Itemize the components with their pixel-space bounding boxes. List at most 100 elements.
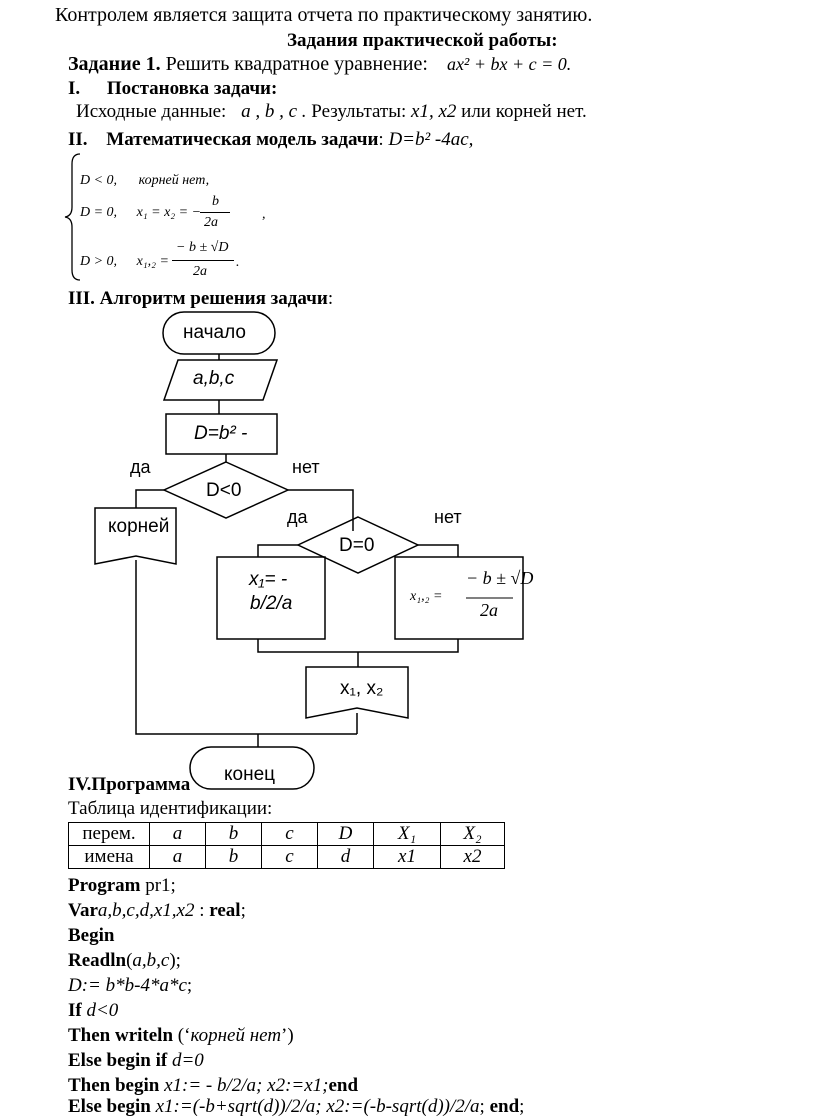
table-cell: c [261,822,318,846]
section-1: I. Постановка задачи: [68,78,277,100]
case-3-num: − b ± √D [176,240,229,255]
x12-box [394,556,524,640]
code-keyword: Else begin if [68,1050,168,1071]
code-text: корней нет [190,1025,282,1046]
code-text: ; [186,975,193,996]
table-cell: имена [68,845,150,869]
section-2-colon: : [378,129,384,150]
code-text: : [194,900,210,921]
input-line: Исходные данные: a , b , c . Результаты:… [76,101,587,123]
code-text: ; [240,900,246,921]
ident-table: перем. a b c D X₁ X₂ имена a b c d x1 x2 [68,822,505,869]
d2-yes-label: да [287,507,308,527]
connector-d2-yes [257,544,298,557]
connector-no-roots-end [135,560,258,735]
table-cell: d [317,845,374,869]
section-1-title: Постановка задачи: [106,78,278,99]
calc-label: D=b² - [194,423,248,444]
connector-d1-yes [135,489,164,508]
case-2-tail: , [262,207,266,222]
end-terminal [189,746,315,790]
code-line-9: Then begin x1:= - b/2/a; x2:=x1;end [68,1075,358,1097]
code-line-5: D:= b*b-4*a*c; [68,975,192,997]
task-equation: ax² + bx + c = 0. [446,54,572,74]
output-label: x₁, x₂ [340,678,384,699]
case-2-lhs: x₁ = x₂ = − [136,205,202,220]
table-cell: x1 [373,845,441,869]
code-line-6: If d<0 [68,1000,118,1022]
code-keyword: real [209,900,241,921]
case-3-cond: D > 0, [80,254,118,269]
d2-label: D=0 [339,535,375,556]
case-3-fraction-bar [172,260,234,261]
table-cell: X₁ [373,822,441,846]
code-text: ; [519,1096,525,1117]
connector-d1-no [288,489,354,531]
section-2-title: Математическая модель задачи [106,129,379,150]
case-2-den: 2a [204,215,218,230]
system-brace [64,153,81,281]
section-3-title: III. Алгоритм решения задачи [68,288,328,309]
section-3: III. Алгоритм решения задачи: [68,288,333,310]
code-text: ( [126,950,133,971]
no-roots-box [94,507,177,565]
code-text: x1:=(-b+sqrt(d))/2/a; x2:=(-b-sqrt(d))/2… [150,1096,480,1117]
decision-d-equals-0 [296,516,420,574]
connector-d2-no [418,544,459,557]
connector-merge [257,639,459,653]
case-3-tail: . [236,255,240,270]
case-3: D > 0, x₁,₂ = [80,254,169,270]
x12-num: − b ± √D [466,568,534,588]
d1-yes-label: да [130,457,151,477]
or-text: или корней нет. [461,101,587,122]
code-text: d<0 [81,1000,119,1021]
input-label: a,b,c [193,368,235,389]
table-cell: b [205,822,262,846]
no-roots-label: корней [108,516,170,537]
end-label: конец [224,764,276,785]
code-keyword: Var [68,900,98,921]
code-keyword: end [328,1075,359,1096]
flowchart [94,311,524,790]
results-vars: x1, x2 [411,101,457,122]
heading: Задания практической работы: [287,30,558,51]
input-label: Исходные данные: [76,101,227,122]
decision-d-less-0 [162,461,290,519]
case-2: D = 0, x₁ = x₂ = − [80,205,201,221]
case-1-text: корней нет, [138,173,210,188]
task-text: Решить квадратное уравнение: [165,53,428,75]
x12-den: 2a [480,600,498,620]
code-text: (‘ [173,1025,191,1046]
input-parallelogram [162,359,279,401]
table-cell: X₂ [440,822,505,846]
code-text: d=0 [167,1050,204,1071]
code-text: D:= b*b-4*a*c [68,975,187,996]
code-keyword: Program [68,875,141,896]
table-cell: a [149,822,206,846]
d1-label: D<0 [206,480,242,501]
code-keyword: end [489,1096,520,1117]
code-keyword: Readln [68,950,127,971]
code-text: ); [169,950,181,971]
case-3-lhs: x₁,₂ = [136,254,169,269]
task-label: Задание 1. [68,53,161,75]
x-equal-line1: x₁= - [249,569,288,590]
section-2-formula: D=b² -4ac, [388,129,474,150]
section-4-title: IV.Программа [68,774,191,795]
code-text: ’) [281,1025,294,1046]
section-3-colon: : [327,288,334,309]
start-label: начало [183,322,246,343]
case-1-cond: D < 0, [80,173,118,188]
table-cell: D [317,822,374,846]
x-equal-box [216,556,326,640]
code-text: ; [479,1096,490,1117]
x12-lhs: x₁,₂ = [410,589,443,604]
calc-box [165,413,278,455]
case-3-den: 2a [193,264,207,279]
code-text: x1:= - b/2/a; x2:=x1; [159,1075,329,1096]
table-cell: a [149,845,206,869]
code-keyword: Then begin [68,1075,160,1096]
intro-text: Контролем является защита отчета по прак… [55,4,593,26]
case-2-fraction-bar [200,212,230,213]
code-text: a,b,c,d,x1,x2 [97,900,195,921]
